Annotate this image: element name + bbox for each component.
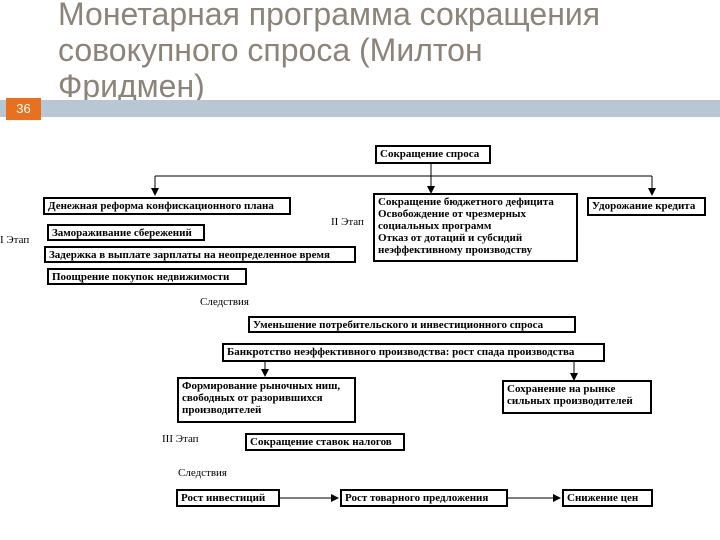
- box-tax-reduction: Сокращение ставок налогов: [245, 433, 405, 451]
- box-investment-growth: Рост инвестиций: [176, 489, 280, 507]
- niches-line-2: свободных от разорившихся: [182, 392, 323, 404]
- box-demand-reduction: Сокращение спроса: [375, 145, 491, 164]
- budget-line-1: Сокращение бюджетного дефицита: [378, 196, 554, 208]
- niches-line-3: производителей: [182, 404, 262, 416]
- box-credit-cost: Удорожание кредита: [587, 197, 706, 216]
- slide-title: Монетарная программа сокращения совокупн…: [58, 0, 708, 104]
- box-market-niches: Формирование рыночных ниш, свободных от …: [177, 377, 356, 423]
- slide-title-line-1: Монетарная программа сокращения: [58, 0, 601, 32]
- slide-title-line-3: Фридмен): [58, 68, 205, 104]
- box-real-estate: Поощрение покупок недвижимости: [47, 268, 247, 285]
- label-stage-1: I Этап: [0, 234, 30, 246]
- box-salary-delay: Задержка в выплате зарплаты на неопредел…: [44, 246, 356, 263]
- budget-line-4: Отказ от дотаций и субсидий: [378, 232, 523, 244]
- box-price-decrease: Снижение цен: [562, 489, 653, 507]
- title-underline-bar: [0, 100, 720, 117]
- budget-line-3: социальных программ: [378, 220, 492, 232]
- box-strong-producers: Сохранение на рынке сильных производител…: [502, 380, 652, 414]
- label-stage-2: II Этап: [331, 216, 364, 228]
- strong-line-2: сильных производителей: [507, 395, 633, 407]
- label-consequences-1: Следствия: [200, 296, 249, 308]
- box-demand-decrease: Уменьшение потребительского и инвестицио…: [248, 316, 576, 333]
- box-bankruptcy: Банкротство неэффективного производства:…: [222, 343, 605, 362]
- label-consequences-2: Следствия: [178, 467, 227, 479]
- box-monetary-reform: Денежная реформа конфискационного плана: [43, 197, 291, 215]
- budget-line-2: Освобождение от чрезмерных: [378, 208, 527, 220]
- niches-line-1: Формирование рыночных ниш,: [182, 380, 341, 392]
- budget-line-5: неэффективному производству: [378, 244, 533, 256]
- box-supply-growth: Рост товарного предложения: [340, 489, 508, 507]
- box-freeze-savings: Замораживание сбережений: [47, 224, 205, 241]
- slide-number-badge: 36: [6, 98, 41, 120]
- label-stage-3: III Этап: [162, 433, 199, 445]
- slide-title-line-2: совокупного спроса (Милтон: [58, 32, 483, 68]
- box-budget-deficit: Сокращение бюджетного дефицита Освобожде…: [373, 193, 578, 262]
- strong-line-1: Сохранение на рынке: [507, 383, 616, 395]
